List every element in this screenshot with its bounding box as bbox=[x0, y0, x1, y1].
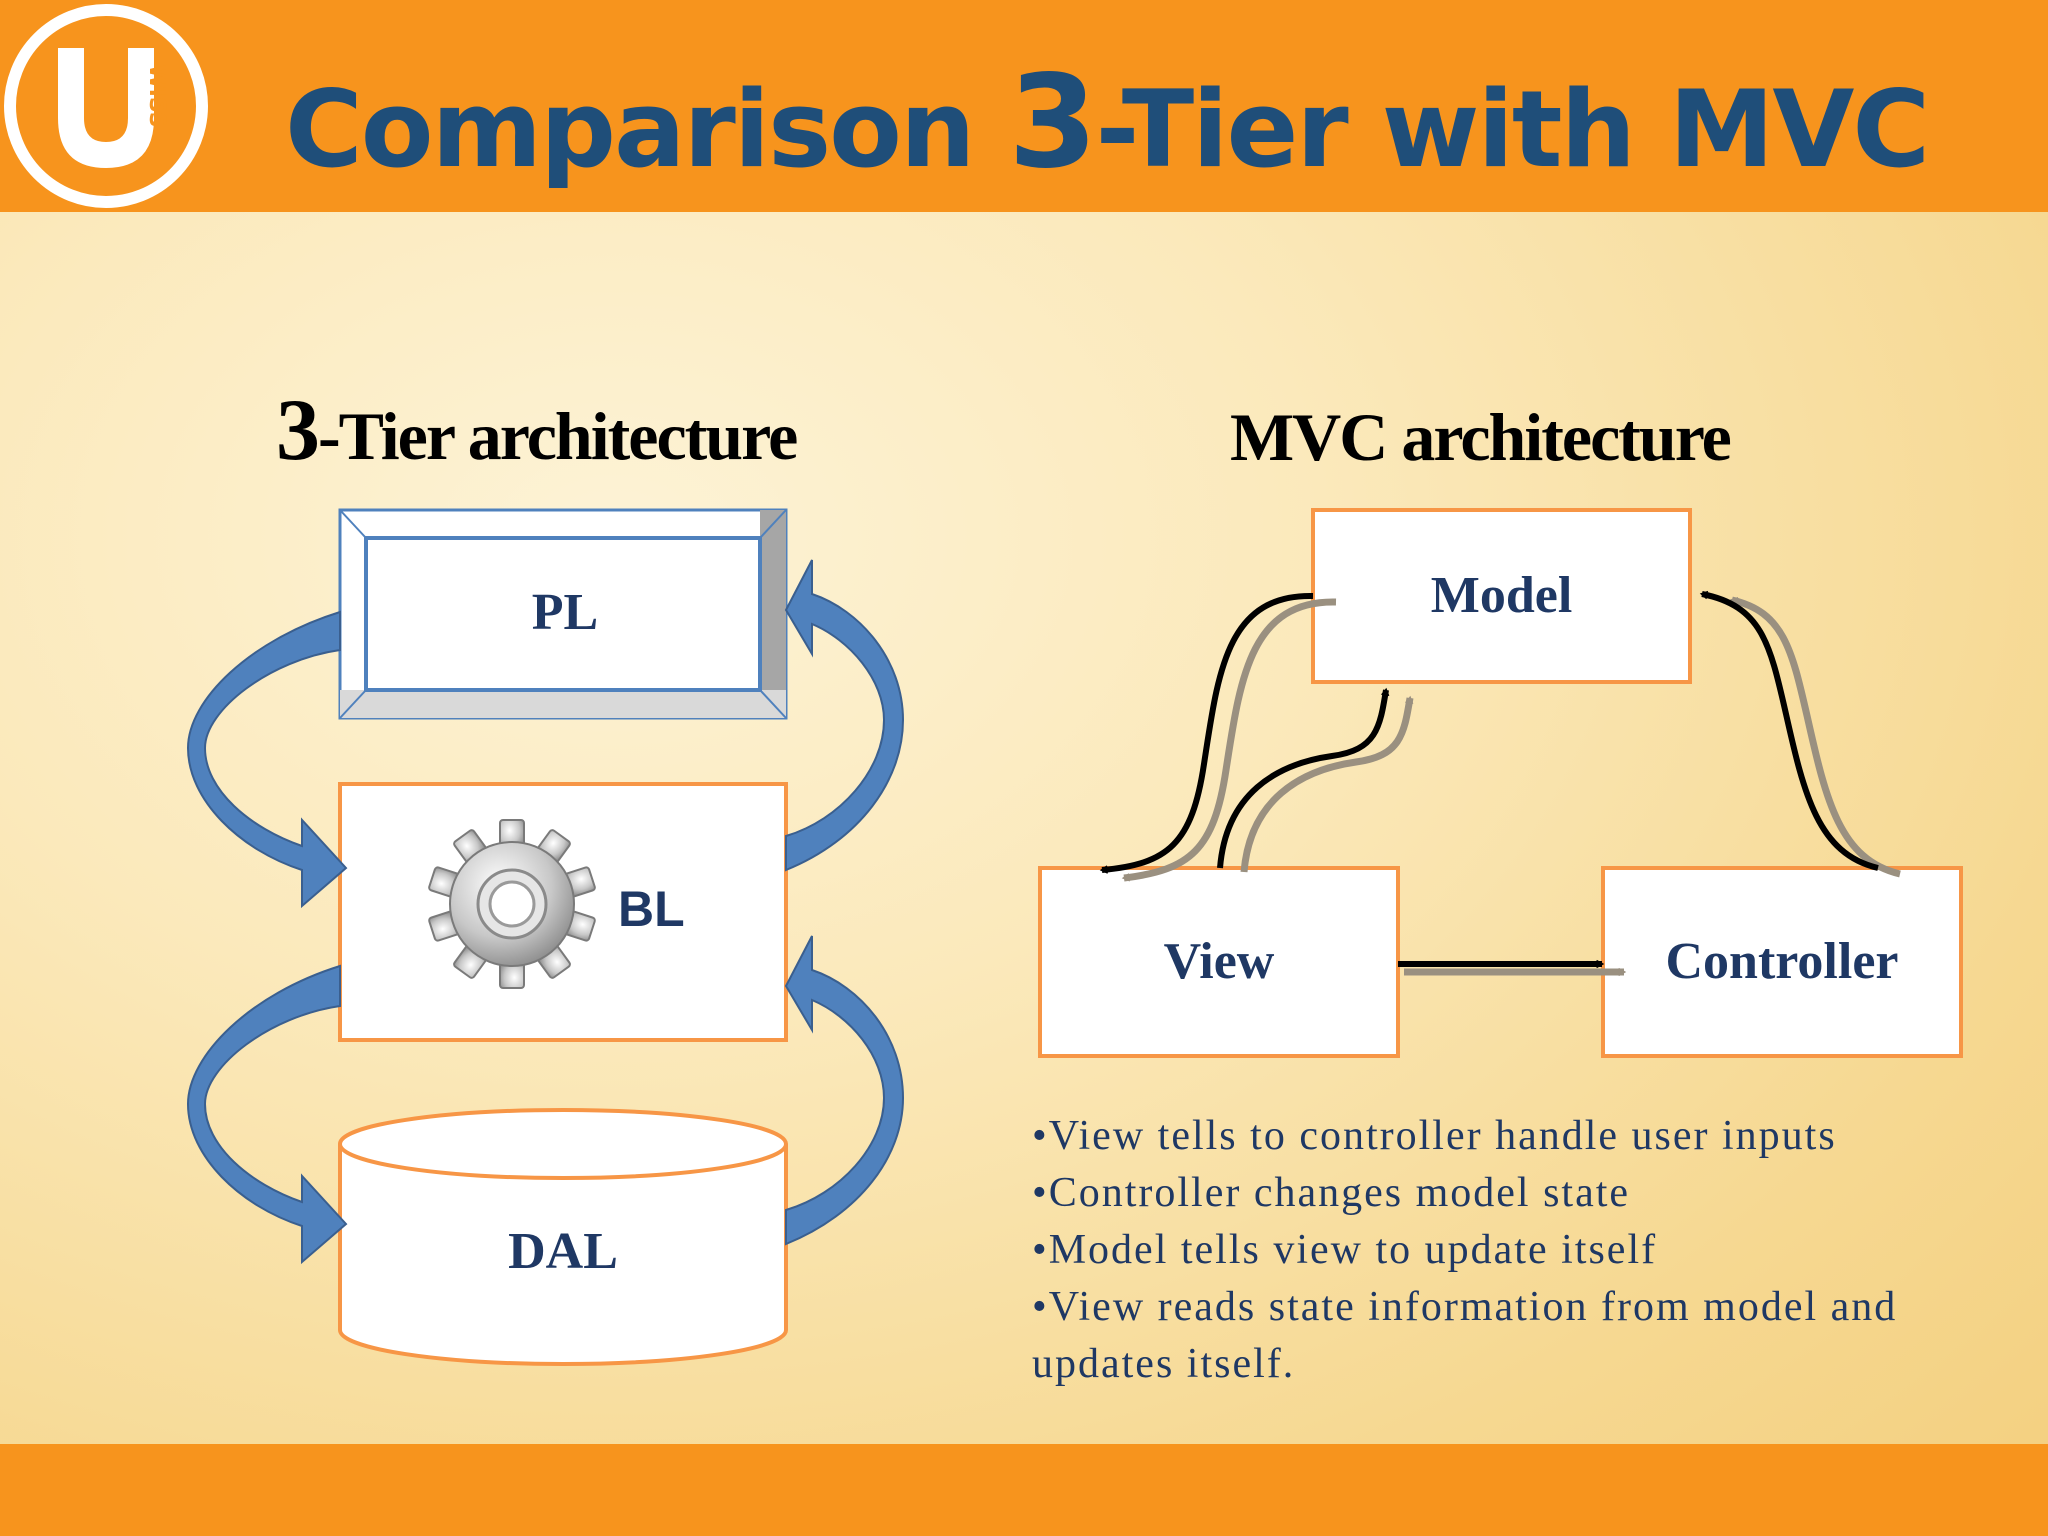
arrow-view-to-model bbox=[1217, 687, 1390, 869]
mvc-heading: MVC architecture bbox=[1230, 399, 1732, 475]
bullet-item: •View tells to controller handle user in… bbox=[1032, 1113, 1837, 1159]
arrow-controller-to-model bbox=[1699, 590, 1879, 871]
uwiss-logo: WISS bbox=[4, 4, 208, 208]
view-box bbox=[1038, 866, 1400, 1058]
view-label: View bbox=[1163, 933, 1275, 990]
arrow-shadow-model-to-view bbox=[1121, 598, 1337, 882]
bullet-item: •Controller changes model state bbox=[1032, 1170, 1631, 1216]
dal-cylinder bbox=[338, 1108, 788, 1366]
bl-label: BL bbox=[618, 881, 685, 937]
arrow-model-to-view bbox=[1099, 592, 1314, 874]
tier-heading-text: -Tier architecture bbox=[318, 398, 798, 474]
tier-heading-number: 3 bbox=[276, 382, 320, 479]
model-label: Model bbox=[1430, 567, 1573, 624]
logo-text: WISS bbox=[144, 64, 169, 127]
arrow-shadow-controller-to-model bbox=[1729, 596, 1901, 878]
curved-arrow-dal-to-bl bbox=[784, 935, 905, 1246]
title-part2: -Tier with MVC bbox=[1095, 68, 1930, 191]
bullet-item: •View reads state information from model… bbox=[1032, 1284, 1898, 1387]
arrow-shadow-view-to-model bbox=[1240, 695, 1414, 873]
title-number: 3 bbox=[1008, 48, 1097, 197]
dal-label: DAL bbox=[508, 1223, 618, 1280]
header-bar bbox=[0, 0, 2048, 212]
pl-box bbox=[338, 508, 788, 720]
tier-heading: 3-Tier architecture bbox=[276, 380, 798, 481]
curved-arrow-bl-to-pl bbox=[784, 559, 905, 872]
footer-bar bbox=[0, 1444, 2048, 1536]
page-title: Comparison 3-Tier with MVC bbox=[285, 48, 1930, 197]
gear-icon bbox=[428, 819, 596, 989]
controller-box bbox=[1601, 866, 1963, 1058]
controller-label: Controller bbox=[1665, 933, 1899, 990]
title-part1: Comparison bbox=[285, 68, 1009, 191]
mvc-bullet-list: •View tells to controller handle user in… bbox=[1032, 1108, 2012, 1393]
pl-label: PL bbox=[531, 584, 599, 641]
model-box bbox=[1311, 508, 1692, 684]
bullet-item: •Model tells view to update itself bbox=[1032, 1227, 1658, 1273]
curved-arrow-bl-to-dal bbox=[186, 964, 348, 1265]
curved-arrow-pl-to-bl bbox=[186, 610, 348, 909]
